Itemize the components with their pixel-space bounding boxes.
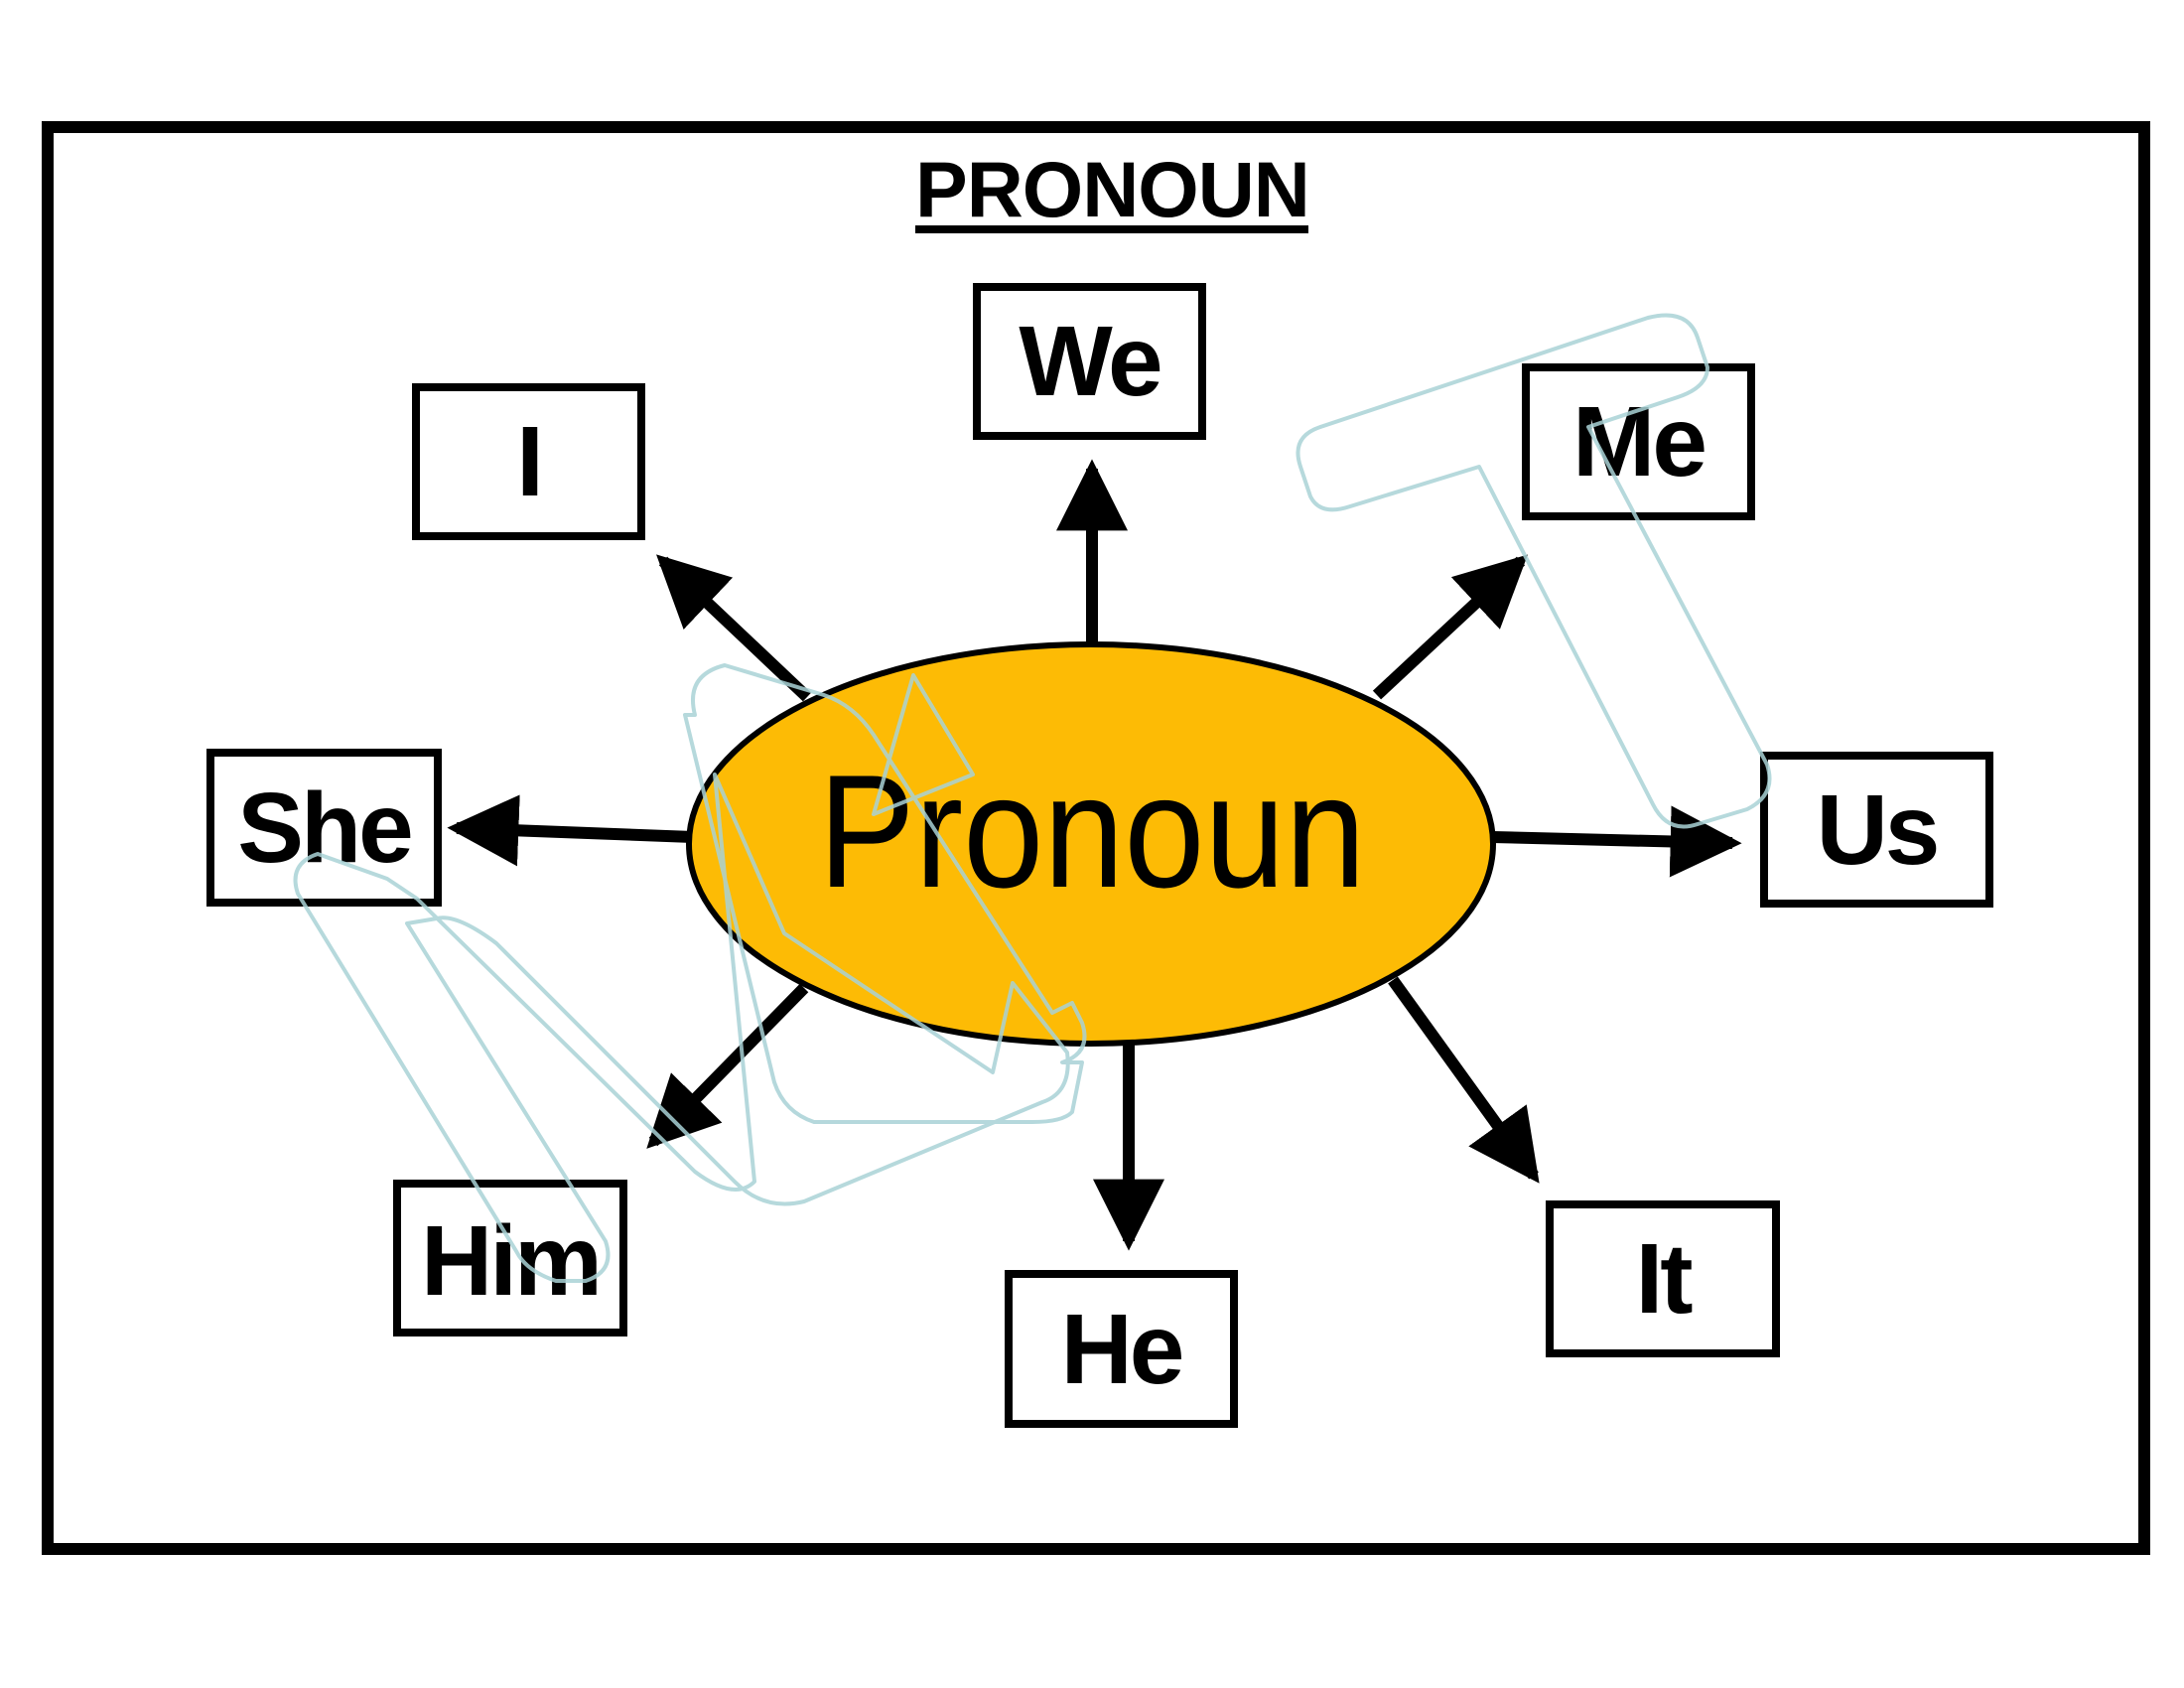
node-me: Me [1522,363,1755,520]
node-label: It [1635,1223,1693,1335]
arrow-to-i [656,554,812,702]
node-she: She [206,749,442,907]
node-us: Us [1760,752,1993,908]
node-label: Us [1816,774,1941,886]
center-label: Pronoun [818,742,1366,921]
node-label: He [1060,1293,1185,1405]
node-label: We [1019,306,1162,417]
node-we: We [973,283,1206,440]
arrow-to-him [646,983,809,1149]
arrow-to-she [447,794,694,867]
node-label: Me [1572,386,1707,497]
arrow-to-me [1372,554,1529,700]
node-label: Him [421,1205,603,1317]
title-underline [915,225,1308,233]
node-label: I [516,406,544,517]
arrow-to-us [1491,805,1742,878]
arrow-to-it [1388,976,1540,1184]
diagram-title: PRONOUN [915,145,1310,233]
node-he: He [1005,1270,1238,1428]
node-i: I [412,383,645,540]
node-label: She [237,772,413,884]
node-it: It [1546,1200,1780,1357]
node-him: Him [393,1180,627,1336]
